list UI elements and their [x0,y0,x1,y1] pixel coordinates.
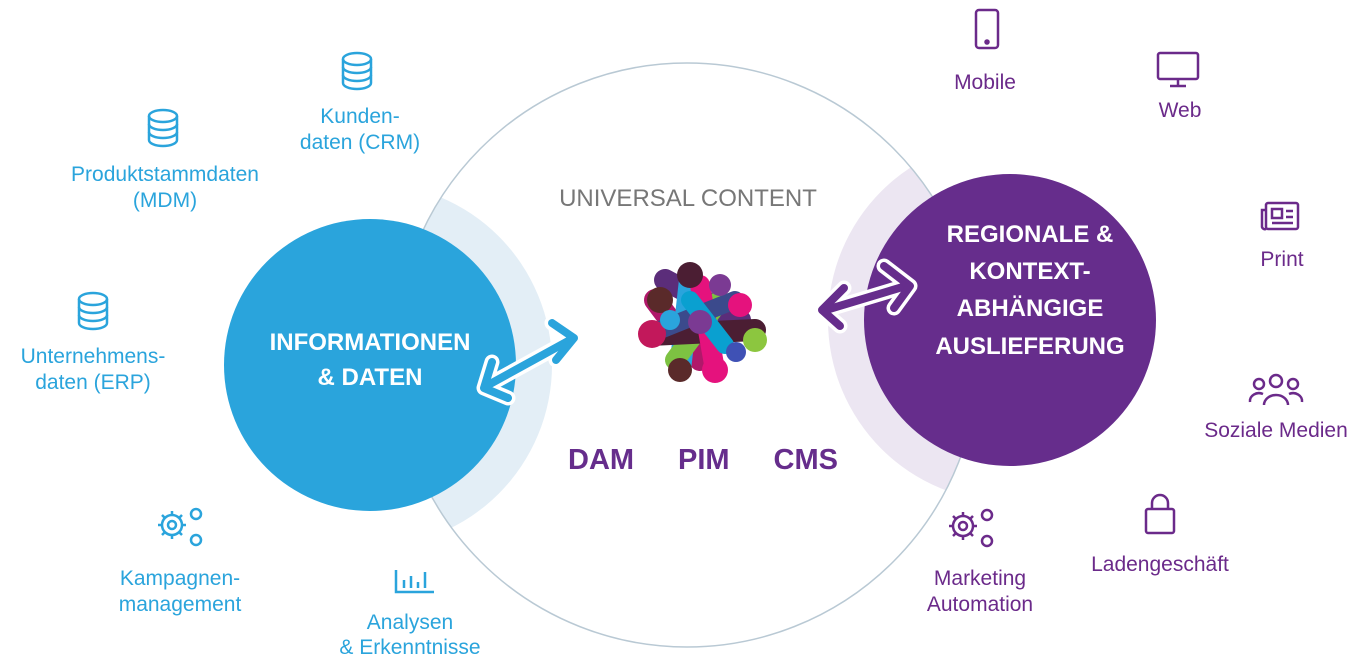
people-icon [1248,373,1304,406]
channel-label-marketing: Marketing Automation [900,566,1060,619]
unternehmen-line1: Unternehmens- [20,345,166,368]
gears-icon-kampagnen [158,507,203,547]
marketing-line1: Marketing [933,567,1027,590]
left-double-arrow [476,315,582,406]
unternehmen-line2: daten (ERP) [35,371,151,395]
information-line2: & DATEN [317,363,423,391]
kampagnen-line2: management [118,593,242,617]
marketing-line2: Automation [926,593,1034,617]
cms-label: CMS [773,444,838,476]
smartphone-icon [974,8,1000,50]
delivery-line4: AUSLIEFERUNG [935,332,1125,360]
universal-content-title: UNIVERSAL CONTENT [559,185,817,212]
source-label-kampagnen: Kampagnen- management [90,566,270,619]
channel-label-web: Web [1158,99,1202,122]
shopping-bag-icon [1144,493,1176,535]
produkt-line2: (MDM) [132,189,198,213]
kunden-line1: Kunden- [320,105,400,128]
produkt-line1: Produktstammdaten [71,163,259,186]
delivery-line2: KONTEXT- [969,258,1091,286]
newspaper-icon [1260,201,1300,231]
channel-label-mobile: Mobile [954,71,1016,94]
source-label-kunden: Kunden- daten (CRM) [270,104,450,157]
bar-chart-icon [394,570,434,594]
information-circle-text: INFORMATIONEN & DATEN [224,326,516,396]
kampagnen-line1: Kampagnen- [119,567,241,590]
analysen-line1: Analysen [366,611,454,634]
source-label-produkt: Produktstammdaten (MDM) [40,162,290,215]
database-icon-unternehmen [77,291,109,331]
channel-label-laden: Ladengeschäft [1091,553,1229,576]
channel-label-print: Print [1260,248,1304,271]
kunden-line2: daten (CRM) [299,131,421,155]
source-label-analysen: Analysen & Erkenntnisse [320,610,500,660]
delivery-circle [864,174,1156,466]
universal-content-logo-icon [638,262,767,383]
source-label-unternehmen: Unternehmens- daten (ERP) [0,344,186,397]
dam-label: DAM [568,444,635,476]
monitor-icon [1156,51,1200,88]
delivery-line1: REGIONALE & [946,221,1114,248]
information-line1: INFORMATIONEN [269,329,471,356]
center-system-labels: DAM PIM CMS [568,444,838,477]
channel-label-social: Soziale Medien [1204,419,1348,442]
analysen-line2: & Erkenntnisse [339,636,481,660]
delivery-circle-text: REGIONALE & KONTEXT- ABHÄNGIGE AUSLIEFER… [890,216,1170,365]
database-icon-produkt [147,108,179,148]
delivery-line3: ABHÄNGIGE [956,295,1104,323]
information-circle [224,219,516,511]
pim-label: PIM [678,444,730,476]
right-double-arrow [814,258,918,334]
gears-icon-marketing [949,508,994,548]
database-icon-kunden [341,51,373,91]
